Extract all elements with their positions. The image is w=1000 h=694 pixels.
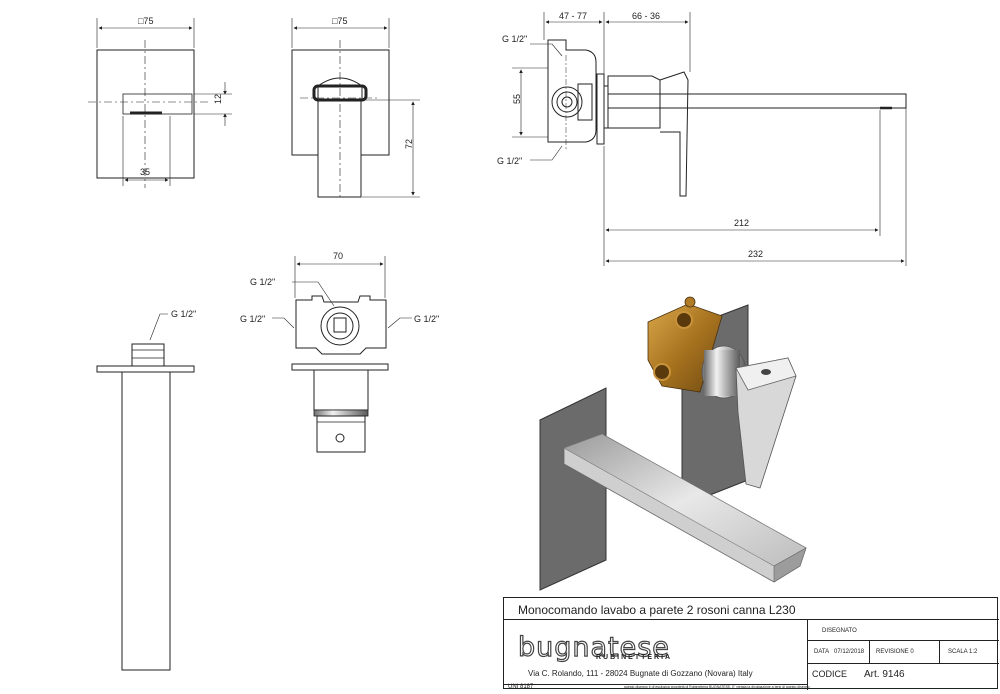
dim-side-width: □75 [332,16,347,26]
uni-label: UNI 8187 [508,684,534,690]
drawing-title: Monocomando lavabo a parete 2 rosoni can… [518,603,796,617]
thread-box-top: G 1/2" [250,277,275,287]
revisione: REVISIONE 0 [876,649,914,655]
thread-label-bottom: G 1/2" [497,156,522,166]
scala: SCALA 1:2 [948,649,978,655]
dim-side-72: 72 [404,139,414,149]
brand-logo: bugnatese [517,631,670,663]
data-label: DATA [814,649,830,655]
company-address: Via C. Rolando, 111 - 28024 Bugnate di G… [528,669,753,678]
dim-55: 55 [512,94,522,104]
thread-label-top: G 1/2" [502,34,527,44]
disegnato-label: DISEGNATO [822,628,857,634]
dim-212: 212 [734,218,749,228]
dim-232: 232 [748,249,763,259]
dim-front-12: 12 [213,94,223,104]
data-value: 07/12/2018 [834,649,865,655]
dim-70: 70 [333,251,343,261]
spout-view [96,313,195,671]
front-view [88,18,232,188]
thread-spout: G 1/2" [171,309,196,319]
article-code: Art. 9146 [864,669,905,680]
dim-front-35: 35 [140,167,150,177]
dim-66-36: 66 - 36 [632,11,660,21]
profile-view [512,12,907,266]
box-view [272,256,412,453]
product-render [539,296,807,591]
brand-sub: RUBINETTERIA [596,654,673,661]
side-view [291,18,420,198]
dim-front-width: □75 [138,16,153,26]
dim-47-77: 47 - 77 [559,11,587,21]
codice-label: CODICE [812,669,848,679]
thread-box-right: G 1/2" [414,314,439,324]
disclaimer: questo disegno è di esclusiva proprietà … [624,685,810,689]
title-block: Monocomando lavabo a parete 2 rosoni can… [503,597,999,690]
thread-box-left: G 1/2" [240,314,265,324]
